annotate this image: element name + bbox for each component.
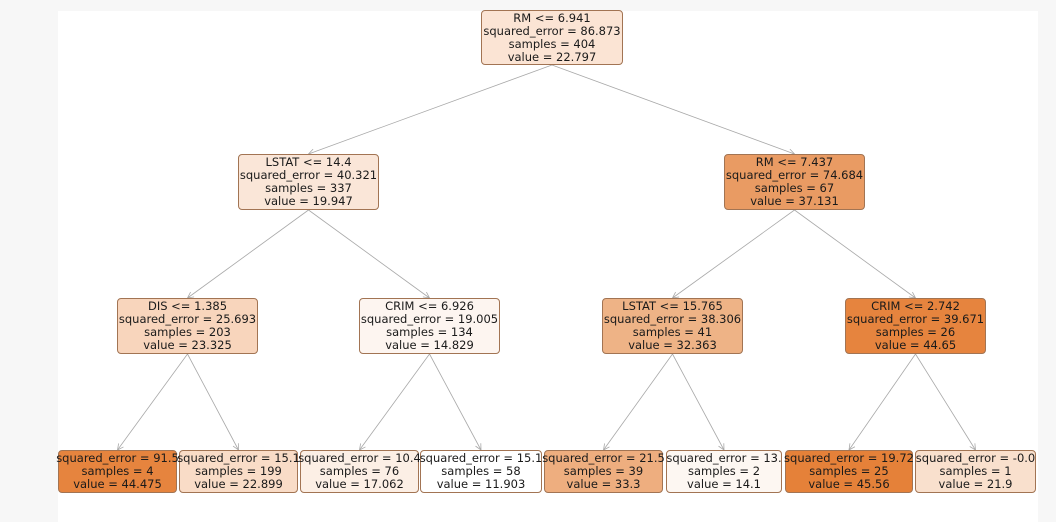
node-text-line: squared_error = 39.671 — [846, 312, 985, 326]
node-text-line: samples = 26 — [875, 325, 956, 339]
node-text-line: squared_error = 38.306 — [603, 312, 742, 326]
node-text-line: value = 37.131 — [750, 194, 839, 208]
node-text-line: value = 32.363 — [628, 338, 717, 352]
node-text-line: value = 45.56 — [808, 477, 890, 491]
node-text-line: squared_error = 25.693 — [118, 312, 257, 326]
node-text-line: samples = 1 — [939, 464, 1012, 478]
node-text-line: value = 23.325 — [143, 338, 232, 352]
node-text-line: squared_error = 40.321 — [239, 168, 378, 182]
node-text-line: samples = 25 — [809, 464, 889, 478]
node-text-line: samples = 134 — [386, 325, 473, 339]
node-text-line: value = 14.829 — [385, 338, 474, 352]
node-text-line: value = 22.797 — [507, 49, 597, 64]
node-text-line: squared_error = 13. — [666, 451, 782, 465]
node-text-line: LSTAT <= 15.765 — [622, 299, 723, 313]
node-text-line: samples = 76 — [319, 464, 400, 478]
node-text-line: DIS <= 1.385 — [147, 299, 228, 313]
node-text-line: samples = 39 — [563, 464, 644, 478]
node-text-line: value = 14.1 — [687, 477, 761, 491]
node-text-line: samples = 203 — [144, 325, 231, 339]
node-text-line: squared_error = 19.72 — [784, 451, 914, 465]
node-text-line: value = 33.3 — [566, 477, 641, 491]
node-text-line: squared_error = 15.1 — [177, 451, 300, 465]
node-text-line: value = 17.062 — [315, 477, 404, 491]
node-text-line: CRIM <= 2.742 — [871, 299, 960, 313]
node-text-line: value = 44.65 — [874, 338, 957, 352]
node-text-line: RM <= 7.437 — [755, 155, 834, 169]
node-text-line: samples = 58 — [441, 464, 521, 478]
node-text-line: CRIM <= 6.926 — [385, 299, 474, 313]
tree-canvas — [58, 11, 1038, 522]
node-text-line: squared_error = 19.005 — [360, 312, 499, 326]
node-text-line: samples = 2 — [687, 464, 761, 478]
node-text-line: value = 44.475 — [73, 477, 162, 491]
node-text-line: squared_error = 10.4 — [298, 451, 421, 465]
node-text-line: samples = 199 — [195, 464, 282, 478]
node-text-line: squared_error = 15.1 — [419, 451, 543, 465]
node-text-line: value = 19.947 — [264, 194, 353, 208]
node-text-line: squared_error = 86.873 — [483, 23, 621, 38]
node-text-line: samples = 4 — [81, 464, 154, 478]
node-text-line: LSTAT <= 14.4 — [265, 155, 352, 169]
node-text-line: samples = 404 — [508, 36, 596, 51]
node-text-line: samples = 337 — [265, 181, 352, 195]
node-text-line: RM <= 6.941 — [513, 10, 591, 25]
node-text-line: squared_error = 74.684 — [725, 168, 864, 182]
node-text-line: squared_error = 91.5 — [56, 451, 179, 465]
node-text-line: squared_error = 21.5 — [542, 451, 665, 465]
node-text-line: samples = 67 — [754, 181, 835, 195]
node-text-line: squared_error = -0.0 — [915, 451, 1036, 465]
node-text-line: samples = 41 — [632, 325, 713, 339]
node-text-line: value = 22.899 — [194, 477, 283, 491]
node-text-line: value = 21.9 — [938, 477, 1013, 491]
node-text-line: value = 11.903 — [436, 477, 526, 491]
